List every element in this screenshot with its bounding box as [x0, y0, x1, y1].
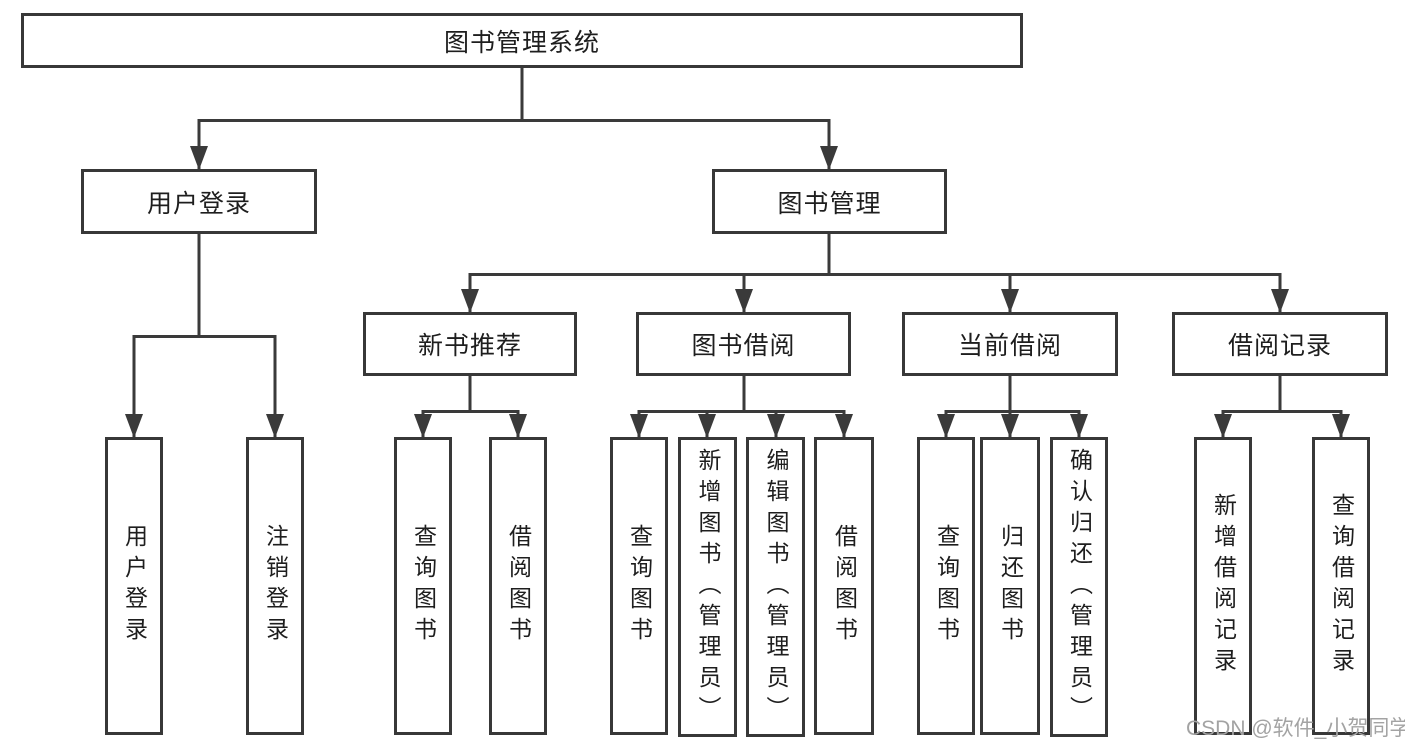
node-book-management: 图书管理	[712, 169, 947, 234]
leaf-cb-query-books: 查询图书	[917, 437, 975, 735]
csdn-watermark: CSDN @软件_小贺同学	[1186, 717, 1405, 740]
leaf-br-add-record: 新增借阅记录	[1194, 437, 1252, 735]
leaf-bb-query-books: 查询图书	[610, 437, 668, 735]
node-book-borrow: 图书借阅	[636, 312, 851, 376]
leaf-logout: 注销登录	[246, 437, 304, 735]
leaf-bb-edit-books-admin: 编辑图书（管理员）	[746, 437, 805, 737]
leaf-user-login: 用户登录	[105, 437, 163, 735]
leaf-nr-borrow-books: 借阅图书	[489, 437, 547, 735]
leaf-bb-borrow-books: 借阅图书	[814, 437, 874, 735]
node-current-borrow: 当前借阅	[902, 312, 1118, 376]
node-library-management-system: 图书管理系统	[21, 13, 1023, 68]
node-user-login: 用户登录	[81, 169, 317, 234]
leaf-br-query-record: 查询借阅记录	[1312, 437, 1370, 735]
leaf-cb-return-books: 归还图书	[980, 437, 1040, 735]
leaf-nr-query-books: 查询图书	[394, 437, 452, 735]
leaf-bb-add-books-admin: 新增图书（管理员）	[678, 437, 737, 737]
node-new-book-recommend: 新书推荐	[363, 312, 577, 376]
leaf-cb-confirm-return-admin: 确认归还（管理员）	[1050, 437, 1108, 737]
node-borrow-records: 借阅记录	[1172, 312, 1388, 376]
